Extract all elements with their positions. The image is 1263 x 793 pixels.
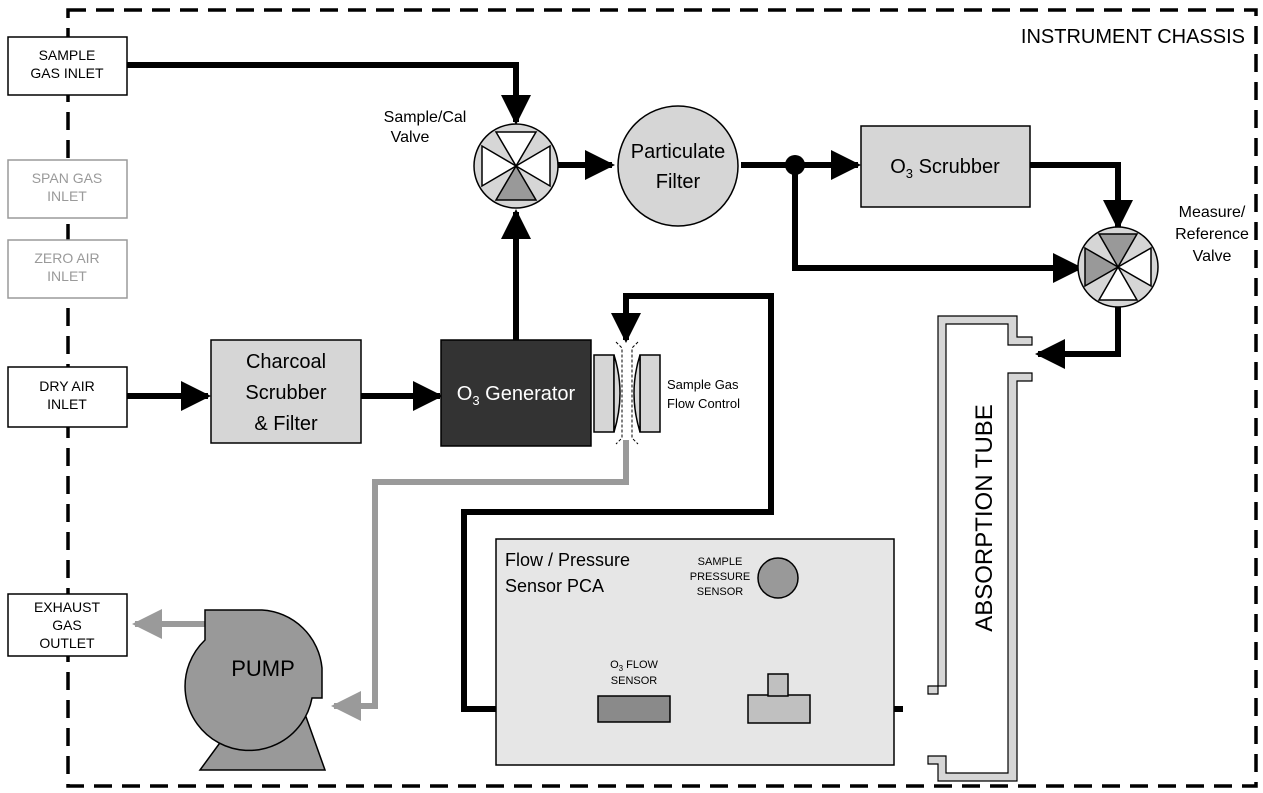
tee-fitting [747,673,811,724]
pipe-flow-sensor-loop [461,293,774,712]
o3-scrubber-label: O3 Scrubber [890,156,1000,181]
zero-air-inlet-label-2: INLET [47,268,87,284]
particulate-filter-label-1: Particulate [631,141,726,163]
dry-air-inlet-label-1: DRY AIR [39,378,95,394]
exhaust-label-2: GAS [52,617,82,633]
charcoal-label-2: Scrubber [245,382,326,404]
exhaust-label-3: OUTLET [39,635,95,651]
span-gas-inlet-label-2: INLET [47,188,87,204]
zero-air-inlet-label-1: ZERO AIR [34,250,99,266]
pump-label: PUMP [231,656,295,681]
sample-gas-inlet: SAMPLE GAS INLET [7,36,128,96]
o3-scrubber: O3 Scrubber [860,125,1031,208]
particulate-filter: Particulate Filter [617,105,739,227]
o3-flow-sensor [597,695,671,723]
pca-label-1: Flow / Pressure [505,550,630,570]
sample-gas-inlet-label-2: GAS INLET [30,65,104,81]
dry-air-inlet-label-2: INLET [47,396,87,412]
charcoal-scrubber-filter: Charcoal Scrubber & Filter [210,339,362,444]
flow-pressure-sensor-pca: Flow / Pressure Sensor PCA [495,538,895,766]
zero-air-inlet: ZERO AIR INLET [7,239,128,299]
charcoal-label-1: Charcoal [246,351,326,373]
pca-label-2: Sensor PCA [505,576,604,596]
pipe-measure-valve-to-tube [1035,305,1121,369]
pressure-sensor-label-1: SAMPLE [698,556,743,568]
branch-junction [785,155,805,175]
o3-generator-label: O3 Generator [457,383,576,408]
measure-valve-label-1: Measure/ [1179,204,1246,221]
exhaust-gas-outlet: EXHAUST GAS OUTLET [7,593,128,657]
particulate-filter-label-2: Filter [656,171,701,193]
flow-control-label-1: Sample Gas [667,377,739,392]
sample-cal-valve-label-1: Sample/Cal [384,109,467,126]
pressure-sensor-label-2: PRESSURE [690,571,751,583]
charcoal-label-3: & Filter [254,413,318,435]
flow-control-label-2: Flow Control [667,396,740,411]
pump: PUMP [184,609,327,771]
span-gas-inlet: SPAN GAS INLET [7,159,128,219]
exhaust-pipes [132,440,629,721]
flow-pipes [127,62,1133,724]
measure-valve-label-3: Valve [1193,248,1232,265]
pipe-scrubber-to-measure-valve [1030,162,1133,230]
pipe-branch-to-measure-valve [792,165,1083,283]
absorption-tube-label: ABSORPTION TUBE [971,404,998,632]
sample-pressure-sensor [757,557,799,599]
dry-air-inlet: DRY AIR INLET [7,366,128,428]
pipe-sample-inlet [127,62,531,125]
o3-generator: O3 Generator [440,339,592,447]
pressure-sensor-label-3: SENSOR [697,586,744,598]
o3-flow-sensor-label-2: SENSOR [611,675,658,687]
chassis-label: INSTRUMENT CHASSIS [1021,26,1245,48]
sample-gas-inlet-label-1: SAMPLE [39,47,96,63]
o3-flow-sensor-label-1: O3 FLOW [610,659,658,673]
measure-reference-valve [1077,226,1159,308]
exhaust-label-1: EXHAUST [34,599,101,615]
sample-cal-valve-label-2: Valve [391,129,430,146]
measure-valve-label-2: Reference [1175,226,1249,243]
sample-gas-flow-control [593,341,661,445]
sample-cal-valve [473,123,559,209]
span-gas-inlet-label-1: SPAN GAS [32,170,103,186]
absorption-tube: ABSORPTION TUBE [927,315,1033,782]
pipe-flow-control-to-pump [331,440,629,721]
